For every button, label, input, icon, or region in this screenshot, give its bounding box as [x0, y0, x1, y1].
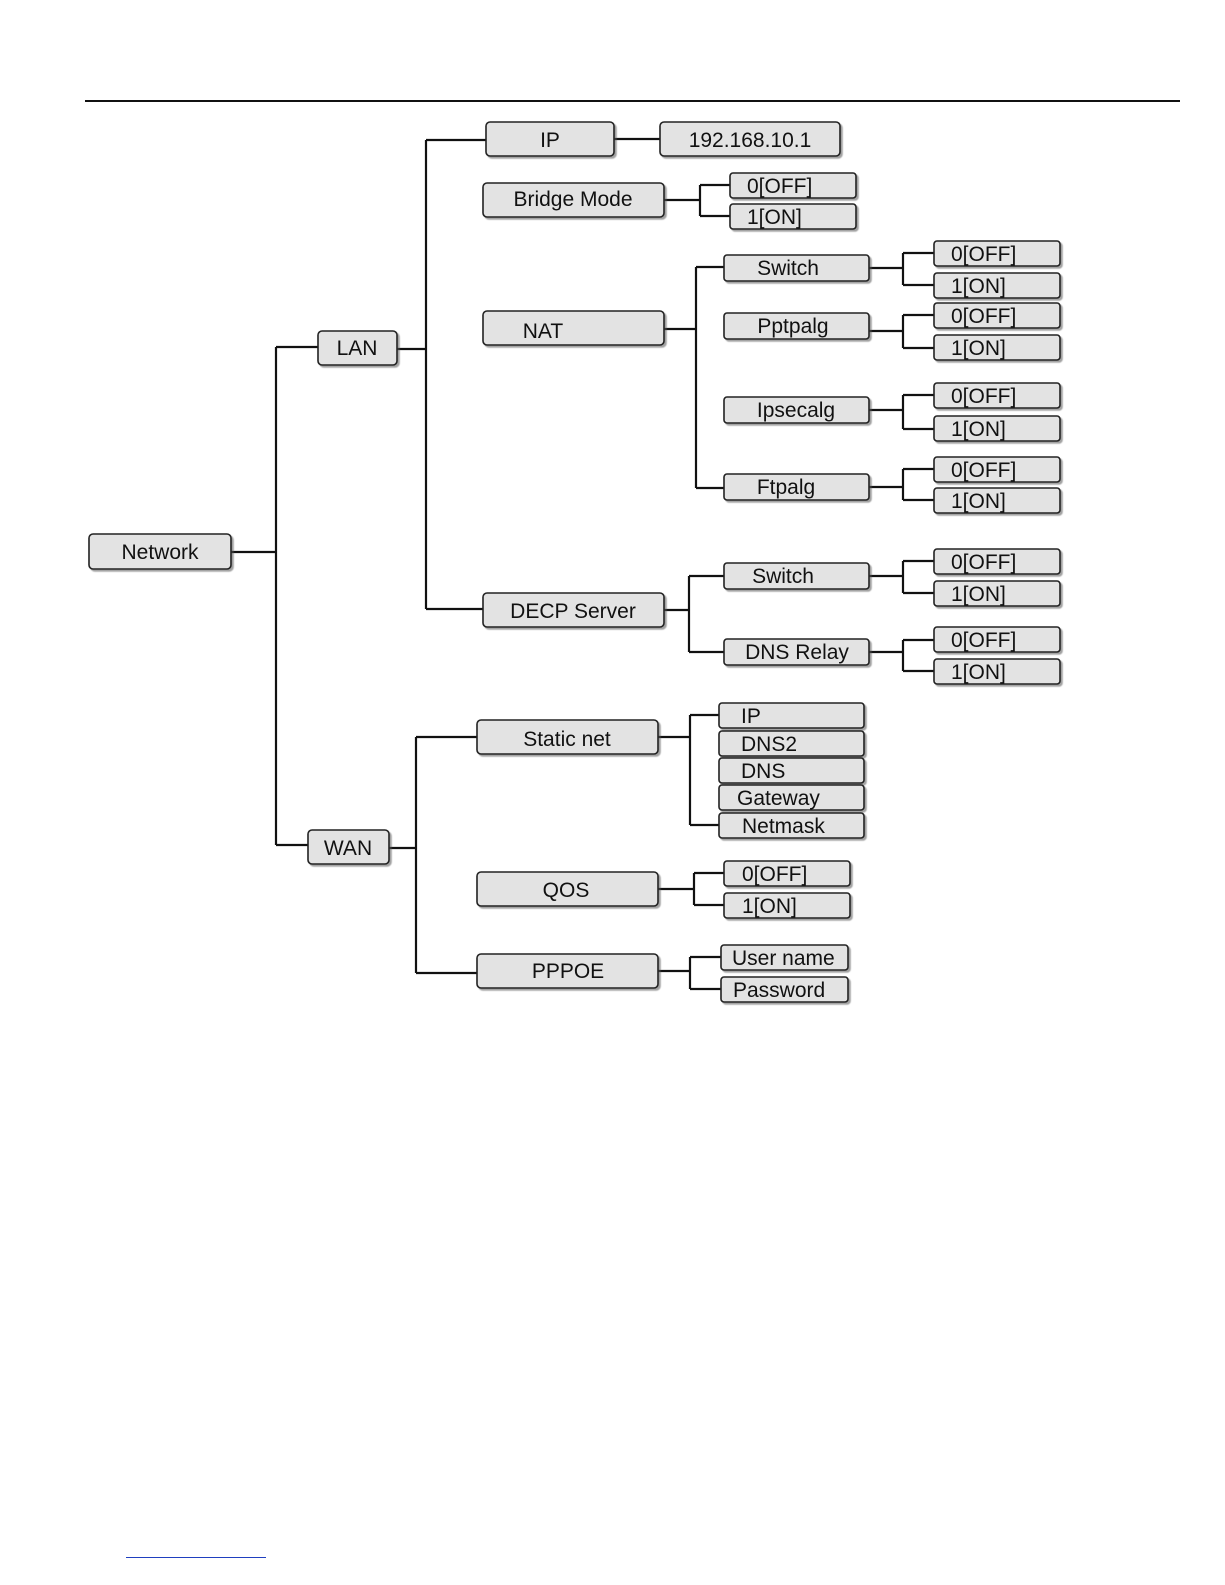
node-ipsecalg: Ipsecalg [724, 397, 869, 423]
node-dns-relay-off-label: 0[OFF] [951, 629, 1016, 652]
node-ipsecalg-on-label: 1[ON] [951, 418, 1006, 441]
node-decp-switch: Switch [724, 563, 869, 589]
node-pppoe-password-label: Password [733, 979, 825, 1002]
node-static-netmask: Netmask [719, 813, 864, 838]
node-decp-switch-label: Switch [752, 565, 814, 588]
node-qos-off-label: 0[OFF] [742, 863, 807, 886]
node-ftpalg-on-label: 1[ON] [951, 490, 1006, 513]
node-ipsecalg-label: Ipsecalg [757, 399, 835, 422]
node-static-dns: DNS [719, 758, 864, 783]
node-lan-ip-value: 192.168.10.1 [660, 122, 840, 156]
node-pppoe: PPPOE [477, 954, 658, 988]
node-nat-switch: Switch [724, 255, 869, 281]
node-nat-switch-on: 1[ON] [934, 273, 1060, 298]
node-static-net: Static net [477, 720, 658, 754]
node-pptpalg-on: 1[ON] [934, 335, 1060, 360]
node-static-dns2: DNS2 [719, 731, 864, 756]
node-nat-label: NAT [523, 320, 564, 343]
node-nat-switch-off: 0[OFF] [934, 241, 1060, 266]
node-ipsecalg-off: 0[OFF] [934, 383, 1060, 408]
node-dns-relay-on-label: 1[ON] [951, 661, 1006, 684]
node-nat-switch-label: Switch [757, 257, 819, 280]
node-dns-relay-on: 1[ON] [934, 659, 1060, 684]
node-bridge-mode: Bridge Mode [483, 183, 664, 217]
node-lan: LAN [318, 331, 397, 365]
node-pppoe-username: User name [721, 945, 848, 970]
node-ftpalg-off: 0[OFF] [934, 457, 1060, 482]
node-qos-off: 0[OFF] [724, 861, 850, 886]
node-decp-switch-on-label: 1[ON] [951, 583, 1006, 606]
node-static-dns-label: DNS [741, 760, 785, 783]
node-ipsecalg-on: 1[ON] [934, 416, 1060, 441]
node-pptpalg-label: Pptpalg [757, 315, 828, 338]
node-ftpalg: Ftpalg [724, 474, 869, 500]
node-qos-label: QOS [543, 879, 590, 902]
node-nat-switch-off-label: 0[OFF] [951, 243, 1016, 266]
node-network-label: Network [121, 541, 199, 564]
node-ipsecalg-off-label: 0[OFF] [951, 385, 1016, 408]
footer-link-underline [126, 1557, 266, 1558]
node-static-gateway-label: Gateway [737, 787, 820, 810]
node-network: Network [89, 534, 231, 569]
node-pppoe-username-label: User name [732, 947, 835, 970]
node-decp-server: DECP Server [483, 593, 664, 627]
node-qos: QOS [477, 872, 658, 906]
node-pptpalg-off: 0[OFF] [934, 303, 1060, 328]
node-decp-server-label: DECP Server [510, 600, 636, 623]
node-qos-on: 1[ON] [724, 893, 850, 918]
node-dns-relay: DNS Relay [724, 639, 869, 665]
node-pptpalg: Pptpalg [724, 313, 869, 339]
node-lan-ip-label: IP [540, 129, 560, 152]
node-wan-label: WAN [324, 837, 372, 860]
node-qos-on-label: 1[ON] [742, 895, 797, 918]
node-pppoe-label: PPPOE [532, 960, 604, 983]
node-bridge-mode-label: Bridge Mode [513, 188, 632, 211]
node-ftpalg-off-label: 0[OFF] [951, 459, 1016, 482]
node-dns-relay-off: 0[OFF] [934, 627, 1060, 652]
node-decp-switch-off: 0[OFF] [934, 549, 1060, 574]
node-pptpalg-off-label: 0[OFF] [951, 305, 1016, 328]
node-pppoe-password: Password [721, 977, 848, 1002]
node-bridge-mode-off-label: 0[OFF] [747, 175, 812, 198]
node-bridge-mode-off: 0[OFF] [730, 173, 856, 198]
node-decp-switch-on: 1[ON] [934, 581, 1060, 606]
node-nat-switch-on-label: 1[ON] [951, 275, 1006, 298]
node-bridge-mode-on: 1[ON] [730, 204, 856, 229]
node-decp-switch-off-label: 0[OFF] [951, 551, 1016, 574]
node-static-netmask-label: Netmask [742, 815, 825, 838]
node-ftpalg-label: Ftpalg [757, 476, 815, 499]
node-static-dns2-label: DNS2 [741, 733, 797, 756]
node-nat: NAT [483, 311, 664, 345]
node-ftpalg-on: 1[ON] [934, 488, 1060, 513]
node-dns-relay-label: DNS Relay [745, 641, 849, 664]
node-static-ip: IP [719, 703, 864, 728]
node-bridge-mode-on-label: 1[ON] [747, 206, 802, 229]
node-lan-ip: IP [486, 122, 614, 156]
node-static-net-label: Static net [523, 728, 611, 751]
node-nat-box [483, 311, 664, 345]
node-lan-label: LAN [337, 337, 378, 360]
node-wan: WAN [308, 830, 389, 864]
node-static-gateway: Gateway [719, 785, 864, 810]
node-lan-ip-value-label: 192.168.10.1 [689, 129, 812, 152]
node-static-ip-label: IP [741, 705, 761, 728]
node-pptpalg-on-label: 1[ON] [951, 337, 1006, 360]
